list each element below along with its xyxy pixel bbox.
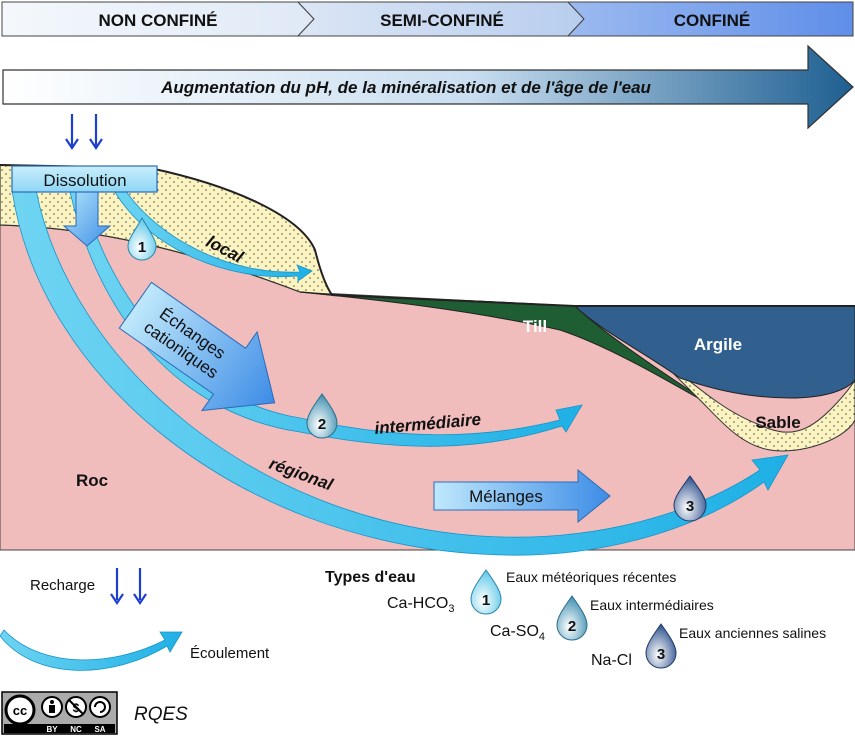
legend-recharge-arrows [110, 568, 147, 605]
license-sa: SA [94, 725, 105, 734]
legend-type-2-formula: Ca-SO4 [490, 623, 545, 643]
legend-type-2-label: Eaux intermédiaires [590, 597, 714, 613]
legend-drop-3-icon [645, 623, 677, 669]
legend-type-3-label: Eaux anciennes salines [679, 625, 826, 641]
trend-arrow: Augmentation du pH, de la minéralisation… [2, 44, 854, 130]
mixing-label: Mélanges [469, 487, 543, 506]
water-drop-icon [673, 475, 707, 522]
drop-number: 1 [138, 239, 146, 256]
sand-layer-lower [649, 349, 855, 452]
license-by: BY [46, 725, 58, 734]
zone-header: NON CONFINÉ SEMI-CONFINÉ CONFINÉ [1, 1, 854, 37]
legend-drop-1-number: 1 [482, 592, 490, 609]
cation-exchange: Échanges cationiques [118, 281, 276, 412]
drop-number: 3 [686, 498, 694, 515]
legend-type-1-label: Eaux météoriques récentes [506, 569, 676, 585]
zone-label-confined: CONFINÉ [674, 11, 751, 30]
mixing-arrow [433, 468, 611, 524]
dissolution-label: Dissolution [43, 171, 126, 190]
legend-drop-3-number: 3 [657, 646, 665, 663]
water-drop-icon [306, 393, 338, 439]
clay-layer [573, 305, 855, 399]
cc-icon-glyph: cc [13, 703, 27, 718]
legend-type-1-formula: Ca-HCO3 [387, 595, 454, 615]
zone-label-semiconfined: SEMI-CONFINÉ [380, 11, 504, 30]
legend-flow-label: Écoulement [190, 645, 270, 662]
drop-1: 1 [127, 216, 157, 261]
by-icon-body [49, 705, 55, 713]
drop-number: 2 [318, 416, 326, 433]
drop-2: 2 [306, 393, 338, 439]
dissolution-box [11, 165, 158, 193]
license-badge: cc $ BY NC SA [1, 691, 118, 735]
recharge-arrowhead-icon [110, 593, 124, 605]
cation-exchange-arrow [118, 281, 276, 412]
legend-drop-2-icon [556, 595, 588, 641]
sa-icon [89, 696, 111, 718]
nc-icon-slash [68, 699, 84, 715]
ground-surface [0, 164, 855, 307]
cc-icon [4, 694, 36, 726]
local-flow-arrow [114, 189, 313, 282]
legend: Recharge Écoulement Types d'eau Ca-HCO3 … [0, 568, 826, 671]
trend-label: Augmentation du pH, de la minéralisation… [160, 78, 651, 97]
recharge-arrows-top [65, 114, 103, 150]
zone-confined-shape [566, 1, 854, 37]
dissolution-arrow [62, 189, 112, 247]
sa-icon-arc [94, 701, 106, 713]
legend-types-title: Types d'eau [325, 569, 416, 586]
sand-label: Sable [755, 413, 800, 432]
license-badge-strip [4, 724, 115, 733]
legend-flow-arrow-icon [0, 629, 183, 671]
rock-label: Roc [76, 471, 108, 490]
legend-drop-1-icon [470, 569, 502, 615]
processes: Dissolution Échanges cationiques Mélange… [11, 165, 611, 524]
zone-label-unconfined: NON CONFINÉ [99, 11, 218, 30]
water-drop-icon [127, 216, 157, 261]
by-icon-head [50, 700, 54, 704]
regional-flow-arrow [11, 189, 789, 556]
drop-3: 3 [673, 475, 707, 522]
legend-type-3-formula: Na-Cl [591, 652, 632, 669]
till-label: Till [523, 317, 547, 336]
recharge-arrowhead-icon [65, 138, 79, 150]
legend-recharge-label: Recharge [30, 577, 95, 594]
trend-arrow-shape [2, 44, 854, 130]
credit-label: RQES [134, 704, 188, 725]
recharge-arrowhead-icon [89, 138, 103, 150]
recharge-arrowhead-icon [133, 593, 147, 605]
clay-label: Argile [694, 335, 742, 354]
legend-drop-2-number: 2 [568, 618, 576, 635]
license-nc: NC [70, 725, 82, 734]
